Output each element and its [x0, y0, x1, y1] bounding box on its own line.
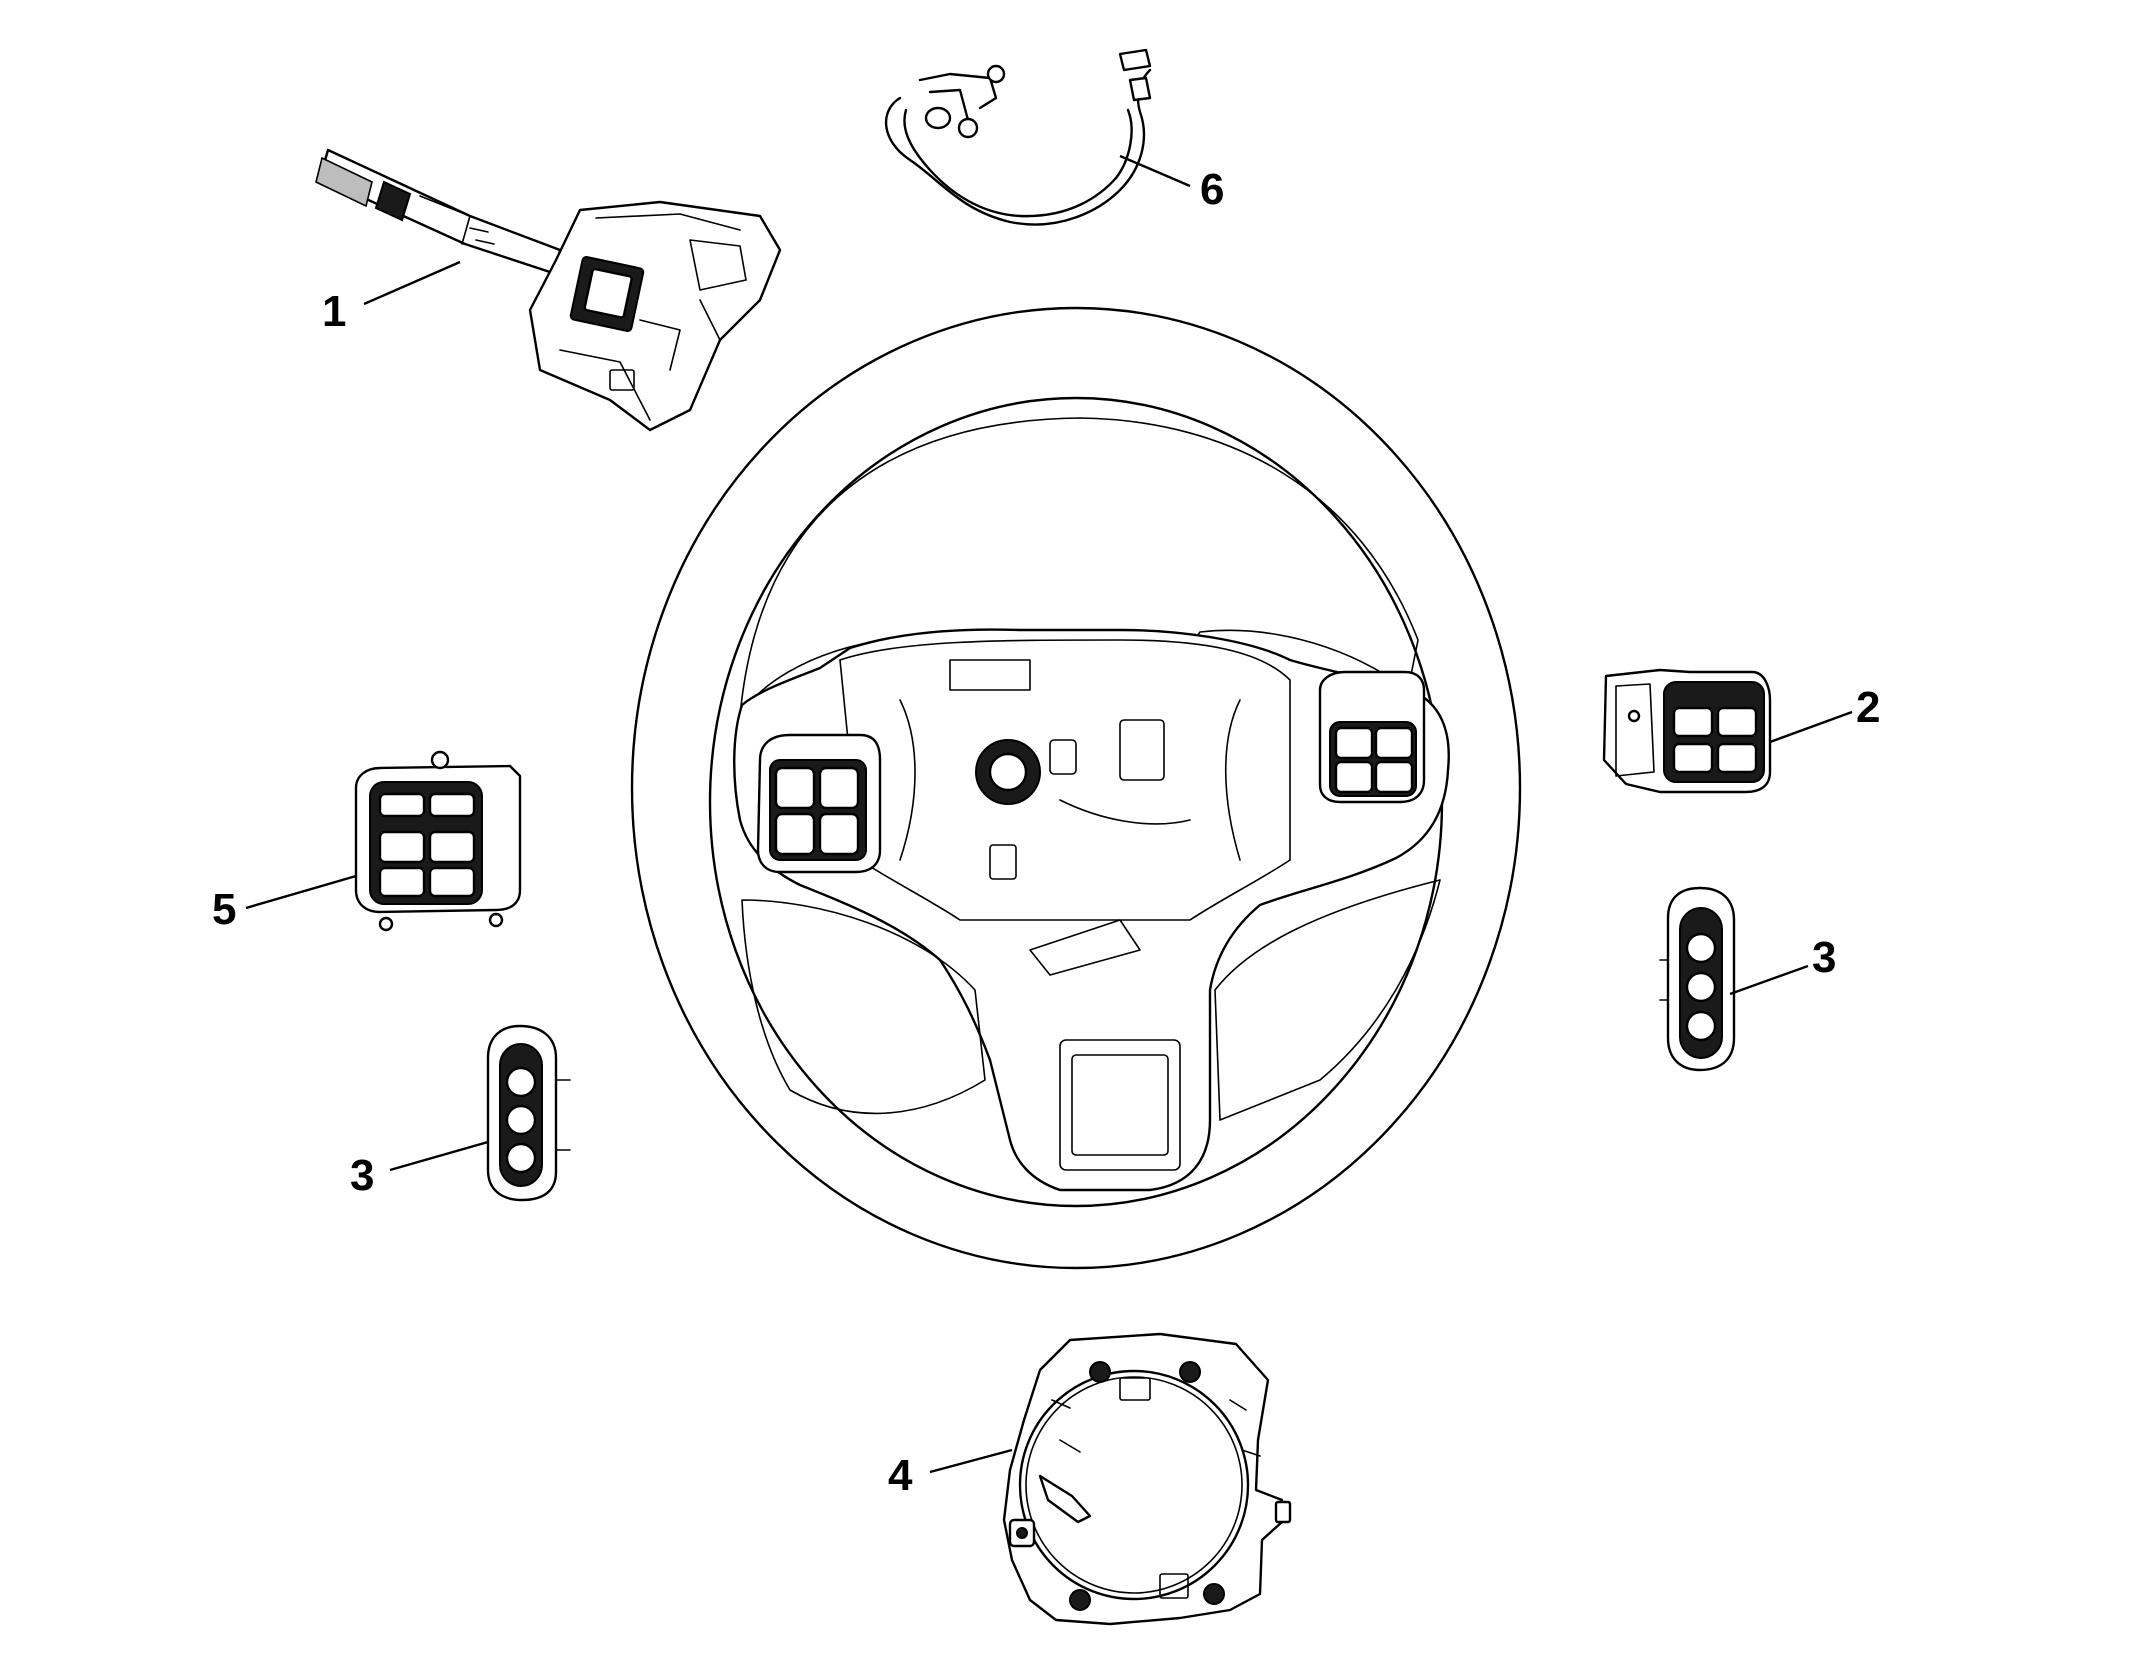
multifunction-switch-part — [315, 148, 782, 432]
wiring-harness-part — [885, 48, 1152, 226]
callout-3-left: 3 — [350, 1151, 374, 1200]
steering-wheel — [630, 306, 1522, 1270]
callout-labels: 1 6 2 3 3 5 4 — [212, 165, 1880, 1500]
right-switch-part — [1602, 668, 1772, 794]
leader-1 — [363, 260, 461, 306]
leader-4 — [929, 1448, 1013, 1474]
rear-switch-right-part — [1659, 886, 1736, 1072]
callout-2: 2 — [1856, 683, 1880, 732]
rear-switch-left-part — [486, 1024, 571, 1202]
clockspring-part — [1002, 1332, 1292, 1626]
callout-5: 5 — [212, 885, 236, 934]
callout-6: 6 — [1200, 165, 1224, 214]
callout-3-right: 3 — [1812, 933, 1836, 982]
leader-5 — [245, 874, 357, 910]
left-switch-part — [354, 750, 522, 932]
leader-3b — [389, 1140, 489, 1172]
leader-lines — [245, 154, 1853, 1474]
leader-2 — [1769, 710, 1853, 744]
leader-6 — [1119, 154, 1191, 188]
callout-4: 4 — [888, 1451, 913, 1500]
leader-3a — [1729, 964, 1809, 996]
callout-1: 1 — [322, 287, 346, 336]
